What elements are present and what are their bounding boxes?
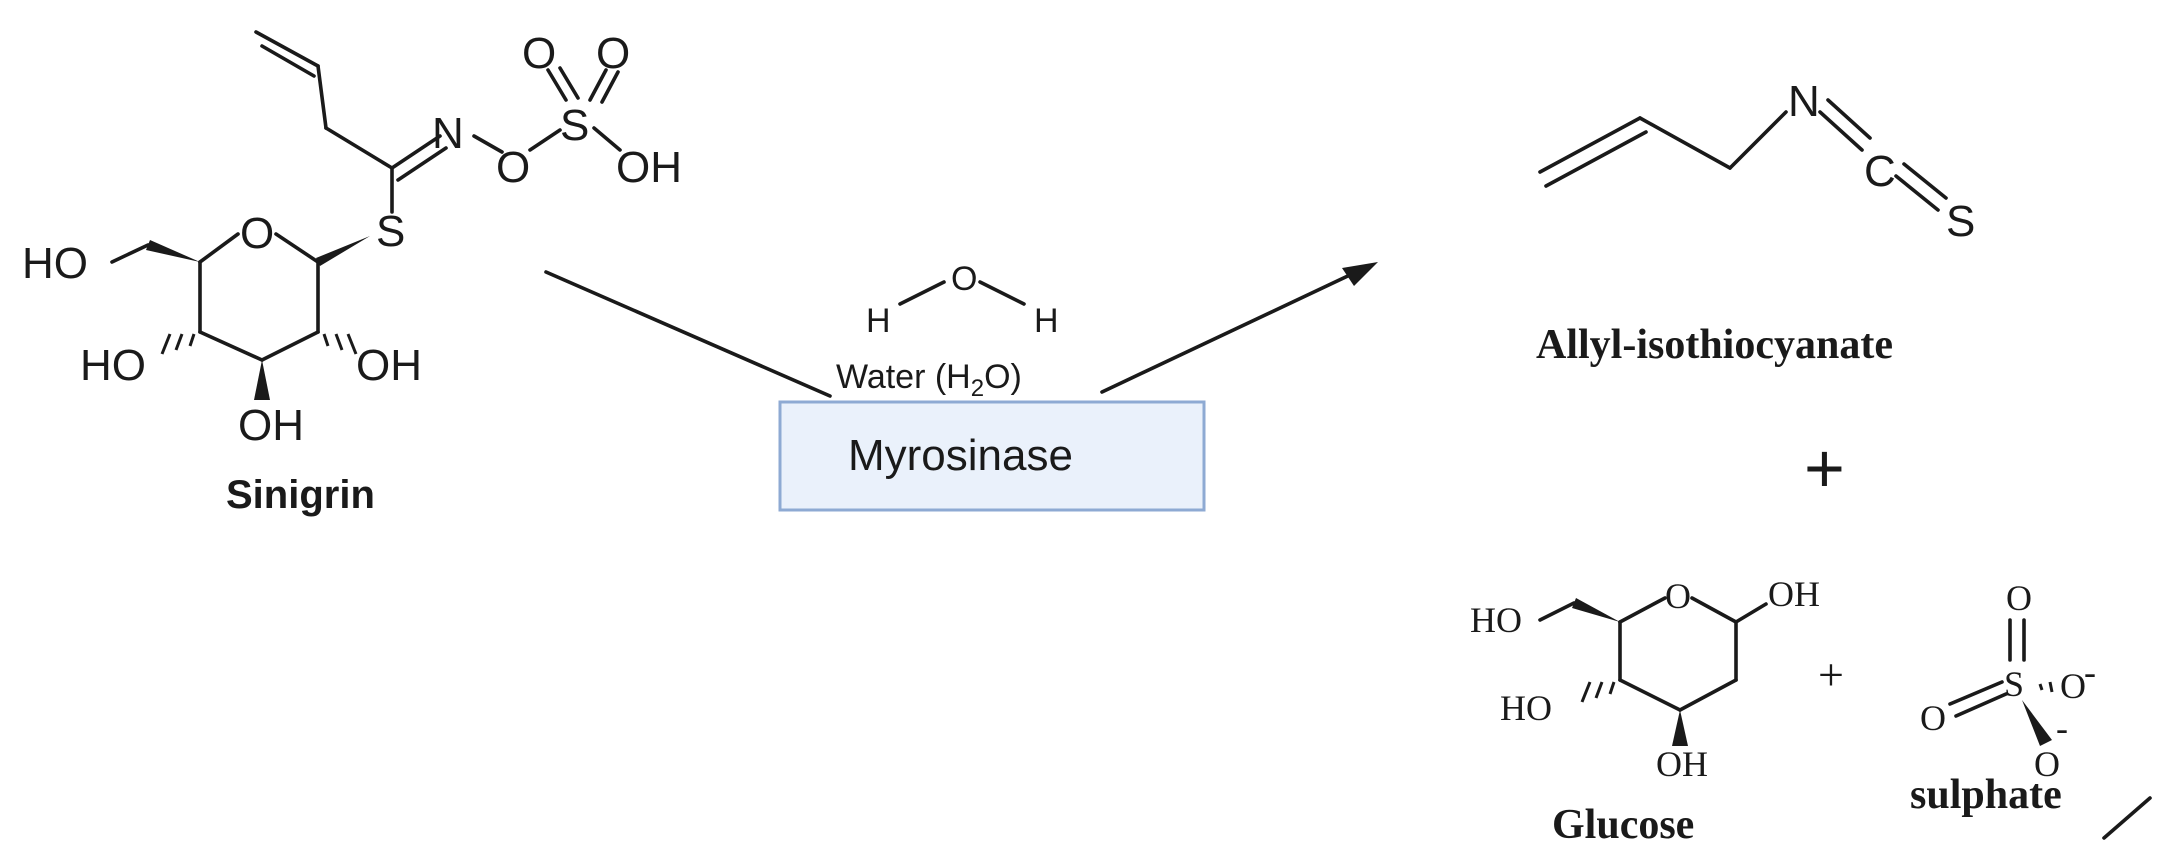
aitc-nc-bond xyxy=(1818,110,1864,152)
sinigrin-ho-4: HO xyxy=(80,341,146,390)
water-oh-bond-1 xyxy=(898,280,946,306)
sulphate-charge-1: - xyxy=(2084,652,2096,692)
sulphate-o-top: O xyxy=(2006,578,2032,618)
glucose-structure: O OH HO HO OH xyxy=(1470,574,1820,784)
sinigrin-o-sulfate-2: O xyxy=(596,29,630,78)
water-h-atom-1: H xyxy=(866,302,891,340)
sulphate-charge-2: - xyxy=(2056,708,2068,748)
aitc-bond-1-double xyxy=(1544,130,1648,188)
sinigrin-oh-sulfate: OH xyxy=(616,143,682,192)
sinigrin-n-atom: N xyxy=(432,109,464,158)
sinigrin-ho-6: HO xyxy=(22,239,88,288)
ch2-oh-bond xyxy=(110,243,150,264)
soh-bond xyxy=(592,126,622,152)
allyl-bond-3 xyxy=(324,126,394,170)
sinigrin-s-sulfate: S xyxy=(560,101,589,150)
aitc-bond-2 xyxy=(1638,116,1732,170)
water-label: Water (H2O) xyxy=(836,358,1022,402)
cn-bond xyxy=(390,134,442,170)
arrow-head xyxy=(1342,262,1378,286)
so-bond-1-double xyxy=(558,66,580,100)
sulphate-structure: O S O O - O - xyxy=(1920,578,2096,784)
glc-ch2-oh xyxy=(1538,601,1576,622)
sulphate-hash xyxy=(2038,681,2054,693)
reaction-arrow xyxy=(544,262,1378,398)
sulphate-o-bottom: O xyxy=(2034,744,2060,784)
sinigrin-oh-3: OH xyxy=(238,401,304,450)
sinigrin-o-sulfate-1: O xyxy=(522,29,556,78)
sinigrin-structure: N O S O O OH S O HO HO xyxy=(22,29,682,517)
ring-bond-c1-o xyxy=(274,232,320,264)
no-bond xyxy=(472,134,504,154)
os-bond xyxy=(528,128,562,152)
aitc-bond-3 xyxy=(1728,110,1788,170)
sinigrin-o-linker: O xyxy=(496,143,530,192)
plus-sign-main: + xyxy=(1804,429,1845,507)
aitc-bond-1 xyxy=(1538,116,1642,174)
glc-c1-oh xyxy=(1734,602,1768,624)
myrosinase-label: Myrosinase xyxy=(848,431,1073,480)
sulphate-o-right: O xyxy=(2060,666,2086,706)
c4-hash xyxy=(160,333,196,355)
cn-bond-double xyxy=(396,146,448,182)
aitc-c-atom: C xyxy=(1864,147,1896,196)
glc-c3-wedge xyxy=(1672,710,1688,746)
ring-bond-c3-c4 xyxy=(198,330,264,362)
sulphate-so-left-double xyxy=(1954,692,2008,718)
sinigrin-s-thio: S xyxy=(376,207,405,256)
glc-c5-wedge xyxy=(1572,598,1620,622)
allyl-bond-1 xyxy=(254,30,320,68)
sulphate-slash-mark xyxy=(2102,796,2152,840)
c3-wedge xyxy=(254,360,270,400)
aitc-nc-bond-double xyxy=(1826,98,1872,140)
glc-c4-hash xyxy=(1580,681,1616,703)
glucose-label: Glucose xyxy=(1552,802,1694,848)
s-anomeric-wedge xyxy=(316,236,370,266)
sinigrin-ring-o: O xyxy=(240,209,274,258)
water-molecule: O H H xyxy=(866,260,1059,340)
aitc-n-atom: N xyxy=(1788,77,1820,126)
glc-ring-c2-c3 xyxy=(1678,678,1738,712)
arrow-right-segment xyxy=(1100,272,1354,394)
so-bond-1 xyxy=(546,68,568,102)
water-o-atom: O xyxy=(951,260,977,298)
glc-ring-o-c5 xyxy=(1618,596,1667,624)
ring-bond-c2-c3 xyxy=(260,330,320,362)
sinigrin-label: Sinigrin xyxy=(226,473,375,517)
aitc-s-atom: S xyxy=(1946,197,1975,246)
myrosinase-box xyxy=(778,400,1206,512)
sulphate-s-atom: S xyxy=(2004,664,2024,704)
plus-sign-small: + xyxy=(1818,649,1844,700)
glucose-oh-3: OH xyxy=(1656,744,1708,784)
sulphate-o-left: O xyxy=(1920,698,1946,738)
glucose-oh-1: OH xyxy=(1768,574,1820,614)
allyl-bond-2 xyxy=(316,64,328,130)
sulphate-label: sulphate xyxy=(1910,772,2062,818)
arrow-left-segment xyxy=(544,270,832,398)
sulphate-wedge xyxy=(2022,700,2052,746)
ring-bond-o-c5 xyxy=(198,232,240,264)
aitc-label: Allyl-isothiocyanate xyxy=(1536,322,1893,368)
so-bond-2-double xyxy=(600,70,620,104)
water-h-atom-2: H xyxy=(1034,302,1059,340)
c5-wedge xyxy=(146,240,200,262)
water-oh-bond-2 xyxy=(978,280,1026,306)
sinigrin-oh-2: OH xyxy=(356,341,422,390)
aitc-cs-bond xyxy=(1894,174,1940,212)
glucose-ho-4: HO xyxy=(1500,688,1552,728)
glc-ring-c3-c4 xyxy=(1618,678,1682,712)
sulphate-so-left xyxy=(1948,680,2004,706)
so-bond-2 xyxy=(588,68,608,102)
glucose-ring-o: O xyxy=(1665,576,1691,616)
allyl-bond-1-double xyxy=(260,44,316,78)
c2-hash xyxy=(322,333,358,355)
glucose-ho-6: HO xyxy=(1470,600,1522,640)
aitc-cs-bond-double xyxy=(1902,162,1948,200)
allyl-isothiocyanate-structure: N C S xyxy=(1538,77,1975,246)
glc-ring-o-c1 xyxy=(1690,596,1738,624)
